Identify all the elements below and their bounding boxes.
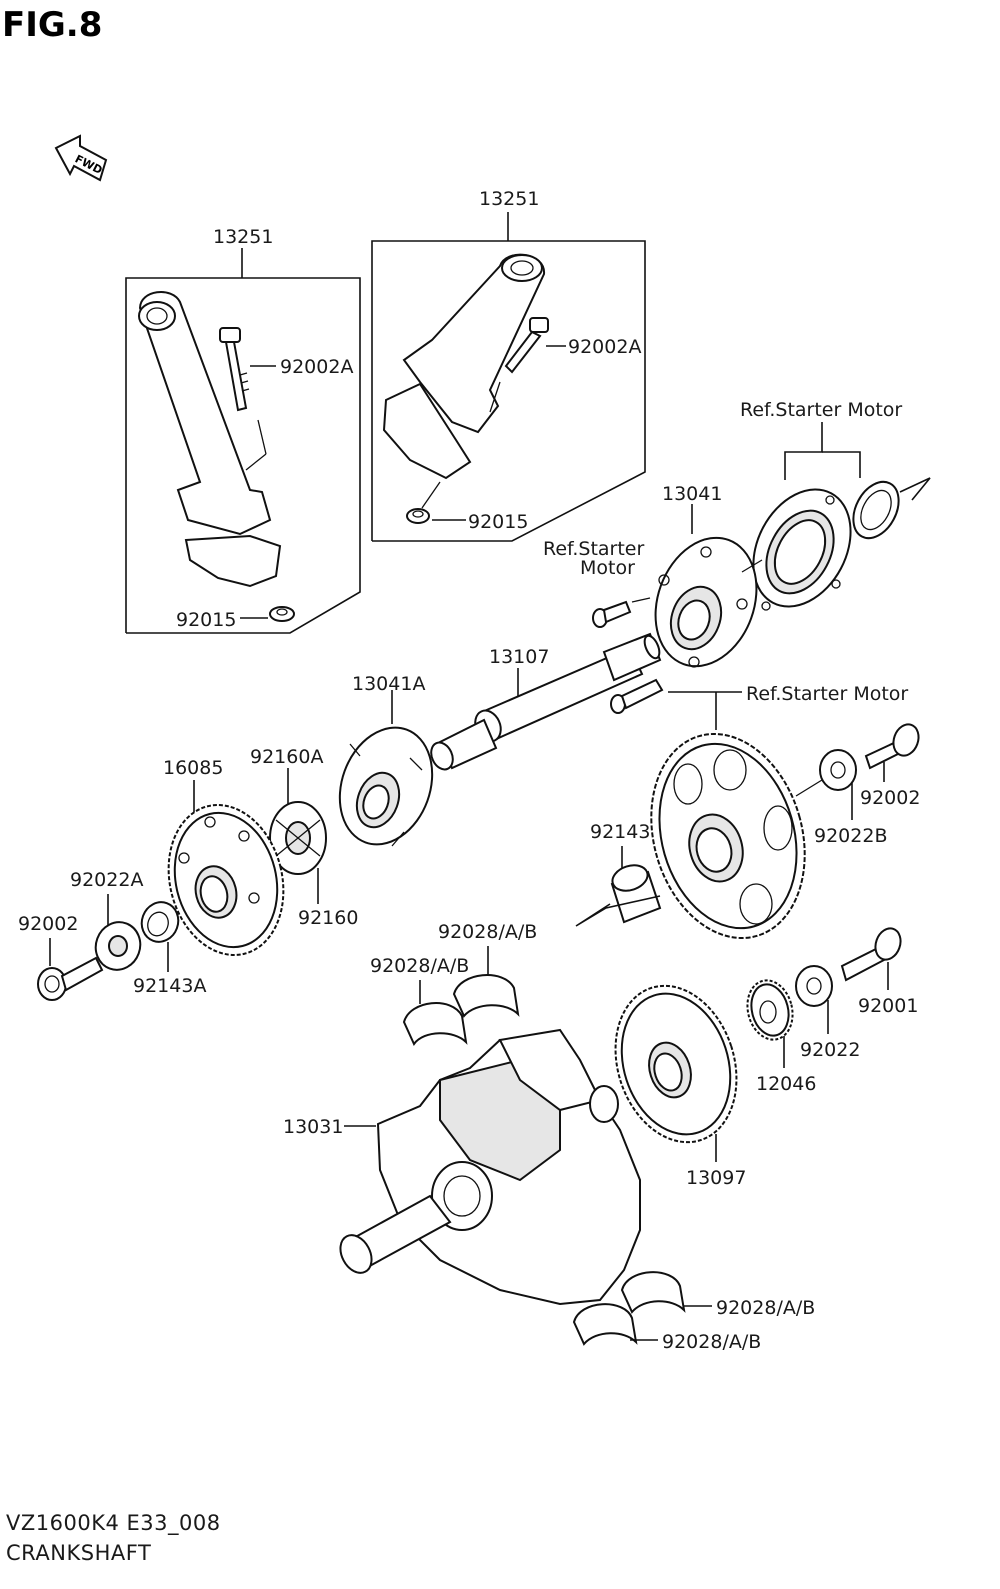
- callout-13041: 13041: [662, 483, 722, 505]
- callout-92002-right: 92002: [860, 787, 920, 809]
- washer-92022b-icon: [819, 749, 857, 791]
- bearing-shell-upper-b-icon: [452, 974, 520, 1018]
- callout-13031: 13031: [283, 1116, 343, 1138]
- bearing-shell-lower-b-icon: [572, 1303, 638, 1346]
- callout-16085: 16085: [163, 757, 223, 779]
- callout-92022: 92022: [800, 1039, 860, 1061]
- ref-starter-motor-mid-line1: Ref.Starter: [543, 538, 644, 560]
- damper-icon: [269, 801, 327, 875]
- clutch-housing-icon: [654, 536, 758, 668]
- small-bolt-upper-icon: [592, 600, 632, 628]
- nut-92015-left-icon: [269, 606, 295, 622]
- small-bolt-lower-icon: [610, 678, 664, 714]
- callout-92160: 92160: [298, 907, 358, 929]
- callout-13251-right: 13251: [479, 188, 539, 210]
- callout-92022a: 92022A: [70, 869, 143, 891]
- model-code: VZ1600K4 E33_008: [6, 1511, 221, 1536]
- callout-13107: 13107: [489, 646, 549, 668]
- connecting-rod-left-icon: [138, 290, 282, 588]
- crankshaft-icon: [339, 1028, 641, 1306]
- bolt-92002-left-icon: [37, 956, 104, 1001]
- starter-driven-gear-icon: [650, 732, 806, 940]
- seal-ring-icon: [852, 480, 900, 540]
- nut-92015-right-icon: [406, 508, 430, 524]
- callout-13041a: 13041A: [352, 673, 425, 695]
- callout-92015-right: 92015: [468, 511, 528, 533]
- callout-92002a-left: 92002A: [280, 356, 353, 378]
- ref-starter-motor-top: Ref.Starter Motor: [740, 399, 902, 421]
- washer-92022a-icon: [94, 921, 142, 971]
- callout-92028-upper-2: 92028/A/B: [438, 921, 537, 943]
- callout-92143: 92143: [590, 821, 650, 843]
- connecting-rod-right-icon: [382, 253, 546, 480]
- callout-92015-left: 92015: [176, 609, 236, 631]
- ref-starter-motor-mid-line2: Motor: [580, 557, 635, 579]
- callout-92028-upper: 92028/A/B: [370, 955, 469, 977]
- washer-92022-icon: [795, 965, 833, 1007]
- small-gear-12046-icon: [746, 979, 794, 1041]
- callout-92002-left: 92002: [18, 913, 78, 935]
- callout-92001: 92001: [858, 995, 918, 1017]
- bolt-92001-icon: [840, 927, 902, 982]
- callout-92028-lower-2: 92028/A/B: [662, 1331, 761, 1353]
- callout-92002a-right: 92002A: [568, 336, 641, 358]
- bolt-92002a-right-icon: [504, 317, 549, 374]
- crank-gear-13097-icon: [614, 984, 738, 1144]
- bushing-92143a-icon: [140, 901, 180, 943]
- starter-clutch-ring-icon: [752, 488, 852, 611]
- con-rod-assembly-right: 13251 92002A 92015: [371, 188, 646, 542]
- bolt-92002-right-icon: [864, 723, 920, 770]
- bearing-shell-upper-a-icon: [402, 1002, 468, 1046]
- callout-92022b: 92022B: [814, 825, 887, 847]
- figure-title: FIG.8: [2, 5, 102, 45]
- shaft-13107-icon: [430, 632, 662, 771]
- callout-92160a: 92160A: [250, 746, 323, 768]
- coupling-hub-icon: [338, 726, 434, 847]
- bolt-92002a-left-icon: [219, 327, 250, 412]
- fwd-arrow-icon: FWD: [54, 134, 108, 182]
- bushing-92143-icon: [610, 864, 662, 924]
- callout-13251-left: 13251: [213, 226, 273, 248]
- ref-starter-motor-bottom: Ref.Starter Motor: [746, 683, 908, 705]
- gear-16085-icon: [167, 804, 285, 956]
- callout-13097: 13097: [686, 1167, 746, 1189]
- callout-92028-lower-1: 92028/A/B: [716, 1297, 815, 1319]
- section-name: CRANKSHAFT: [6, 1541, 151, 1565]
- callout-92143a: 92143A: [133, 975, 206, 997]
- callout-12046: 12046: [756, 1073, 816, 1095]
- bearing-shell-lower-a-icon: [620, 1271, 686, 1314]
- con-rod-assembly-left: 13251 92002A 92015: [125, 226, 361, 634]
